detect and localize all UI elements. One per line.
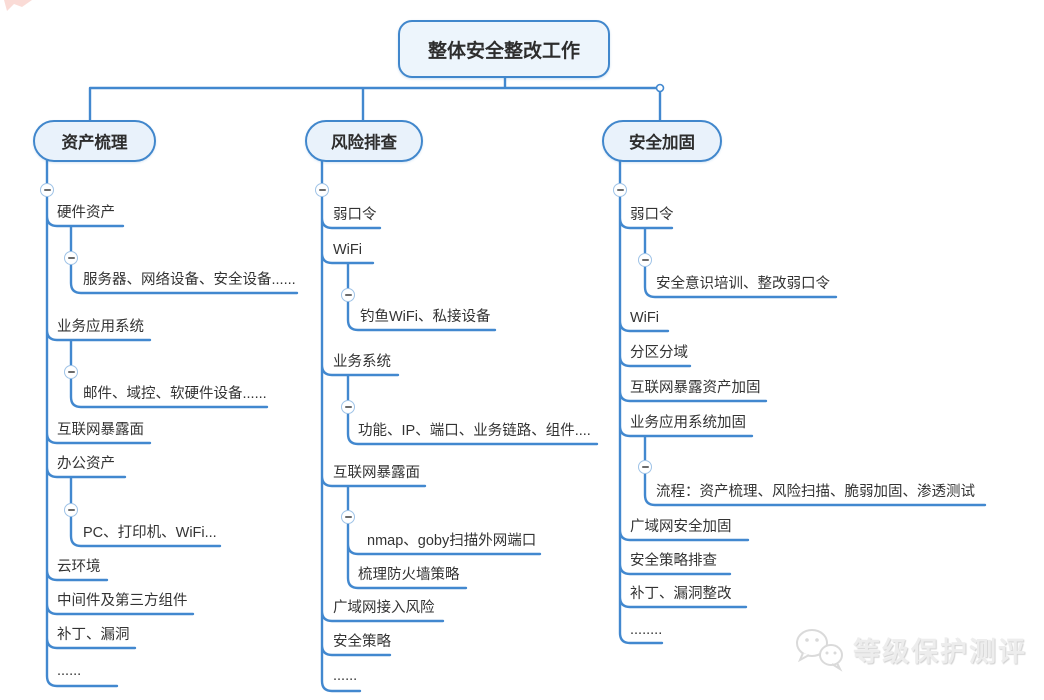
logo-fragment	[4, 0, 32, 11]
branch-topic-risk[interactable]: 风险排查	[305, 120, 423, 162]
collapse-button[interactable]	[341, 400, 355, 414]
topic-hardening-zoning[interactable]: 分区分域	[630, 345, 688, 361]
collapse-button[interactable]	[64, 365, 78, 379]
topic-risk-wan-access[interactable]: 广域网接入风险	[333, 600, 435, 616]
collapse-button[interactable]	[341, 510, 355, 524]
watermark-text: 等级保护测评	[853, 636, 1027, 667]
branch-topic-hardening[interactable]: 安全加固	[602, 120, 722, 162]
topic-assets-business-app-detail[interactable]: 邮件、域控、软硬件设备......	[83, 386, 267, 402]
collapse-button[interactable]	[638, 460, 652, 474]
topic-hardening-internet-assets[interactable]: 互联网暴露资产加固	[630, 380, 761, 396]
connector-handle-dot	[655, 83, 665, 93]
topic-assets-office[interactable]: 办公资产	[57, 456, 115, 472]
right-branch-lines	[618, 159, 987, 645]
topic-risk-wifi[interactable]: WiFi	[333, 242, 362, 258]
topic-risk-firewall-policy[interactable]: 梳理防火墙策略	[358, 567, 460, 583]
root-connector	[88, 76, 662, 122]
topic-hardening-weak-password-detail[interactable]: 安全意识培训、整改弱口令	[656, 276, 830, 292]
branch-topic-assets[interactable]: 资产梳理	[33, 120, 156, 162]
collapse-button[interactable]	[64, 503, 78, 517]
topic-assets-patch-vuln[interactable]: 补丁、漏洞	[57, 627, 130, 643]
middle-branch-lines	[320, 159, 599, 693]
wechat-icon	[796, 629, 843, 672]
topic-risk-wifi-detail[interactable]: 钓鱼WiFi、私接设备	[360, 309, 491, 325]
collapse-button[interactable]	[613, 183, 627, 197]
topic-assets-business-app[interactable]: 业务应用系统	[57, 319, 144, 335]
topic-hardening-wifi[interactable]: WiFi	[630, 310, 659, 326]
topic-hardening-weak-password[interactable]: 弱口令	[630, 207, 674, 223]
topic-risk-business-system[interactable]: 业务系统	[333, 354, 391, 370]
topic-hardening-wan[interactable]: 广域网安全加固	[630, 519, 732, 535]
topic-risk-nmap-goby[interactable]: nmap、goby扫描外网端口	[367, 533, 537, 549]
collapse-button[interactable]	[341, 288, 355, 302]
left-branch-lines	[45, 159, 299, 688]
topic-assets-cloud[interactable]: 云环境	[57, 559, 101, 575]
topic-risk-internet-exposure[interactable]: 互联网暴露面	[333, 465, 420, 481]
collapse-button[interactable]	[64, 251, 78, 265]
topic-hardening-more[interactable]: ........	[630, 622, 663, 638]
topic-assets-more[interactable]: ......	[57, 663, 82, 679]
collapse-button[interactable]	[315, 183, 329, 197]
topic-risk-more[interactable]: ......	[333, 668, 358, 684]
topic-hardening-process-detail[interactable]: 流程：资产梳理、风险扫描、脆弱加固、渗透测试	[656, 484, 975, 500]
topic-assets-internet-exposure[interactable]: 互联网暴露面	[57, 422, 144, 438]
topic-risk-security-policy[interactable]: 安全策略	[333, 634, 391, 650]
topic-risk-business-system-detail[interactable]: 功能、IP、端口、业务链路、组件....	[358, 423, 591, 439]
root-topic[interactable]: 整体安全整改工作	[398, 20, 610, 78]
topic-hardening-business-app[interactable]: 业务应用系统加固	[630, 415, 746, 431]
topic-assets-office-detail[interactable]: PC、打印机、WiFi...	[83, 525, 217, 541]
topic-assets-middleware[interactable]: 中间件及第三方组件	[57, 593, 188, 609]
topic-risk-weak-password[interactable]: 弱口令	[333, 207, 377, 223]
collapse-button[interactable]	[40, 183, 54, 197]
collapse-button[interactable]	[638, 253, 652, 267]
topic-assets-hardware[interactable]: 硬件资产	[57, 205, 115, 221]
topic-assets-hardware-detail[interactable]: 服务器、网络设备、安全设备......	[83, 272, 296, 288]
watermark: 等级保护测评	[793, 626, 1027, 672]
topic-hardening-policy-check[interactable]: 安全策略排查	[630, 553, 717, 569]
topic-hardening-patch-fix[interactable]: 补丁、漏洞整改	[630, 586, 732, 602]
